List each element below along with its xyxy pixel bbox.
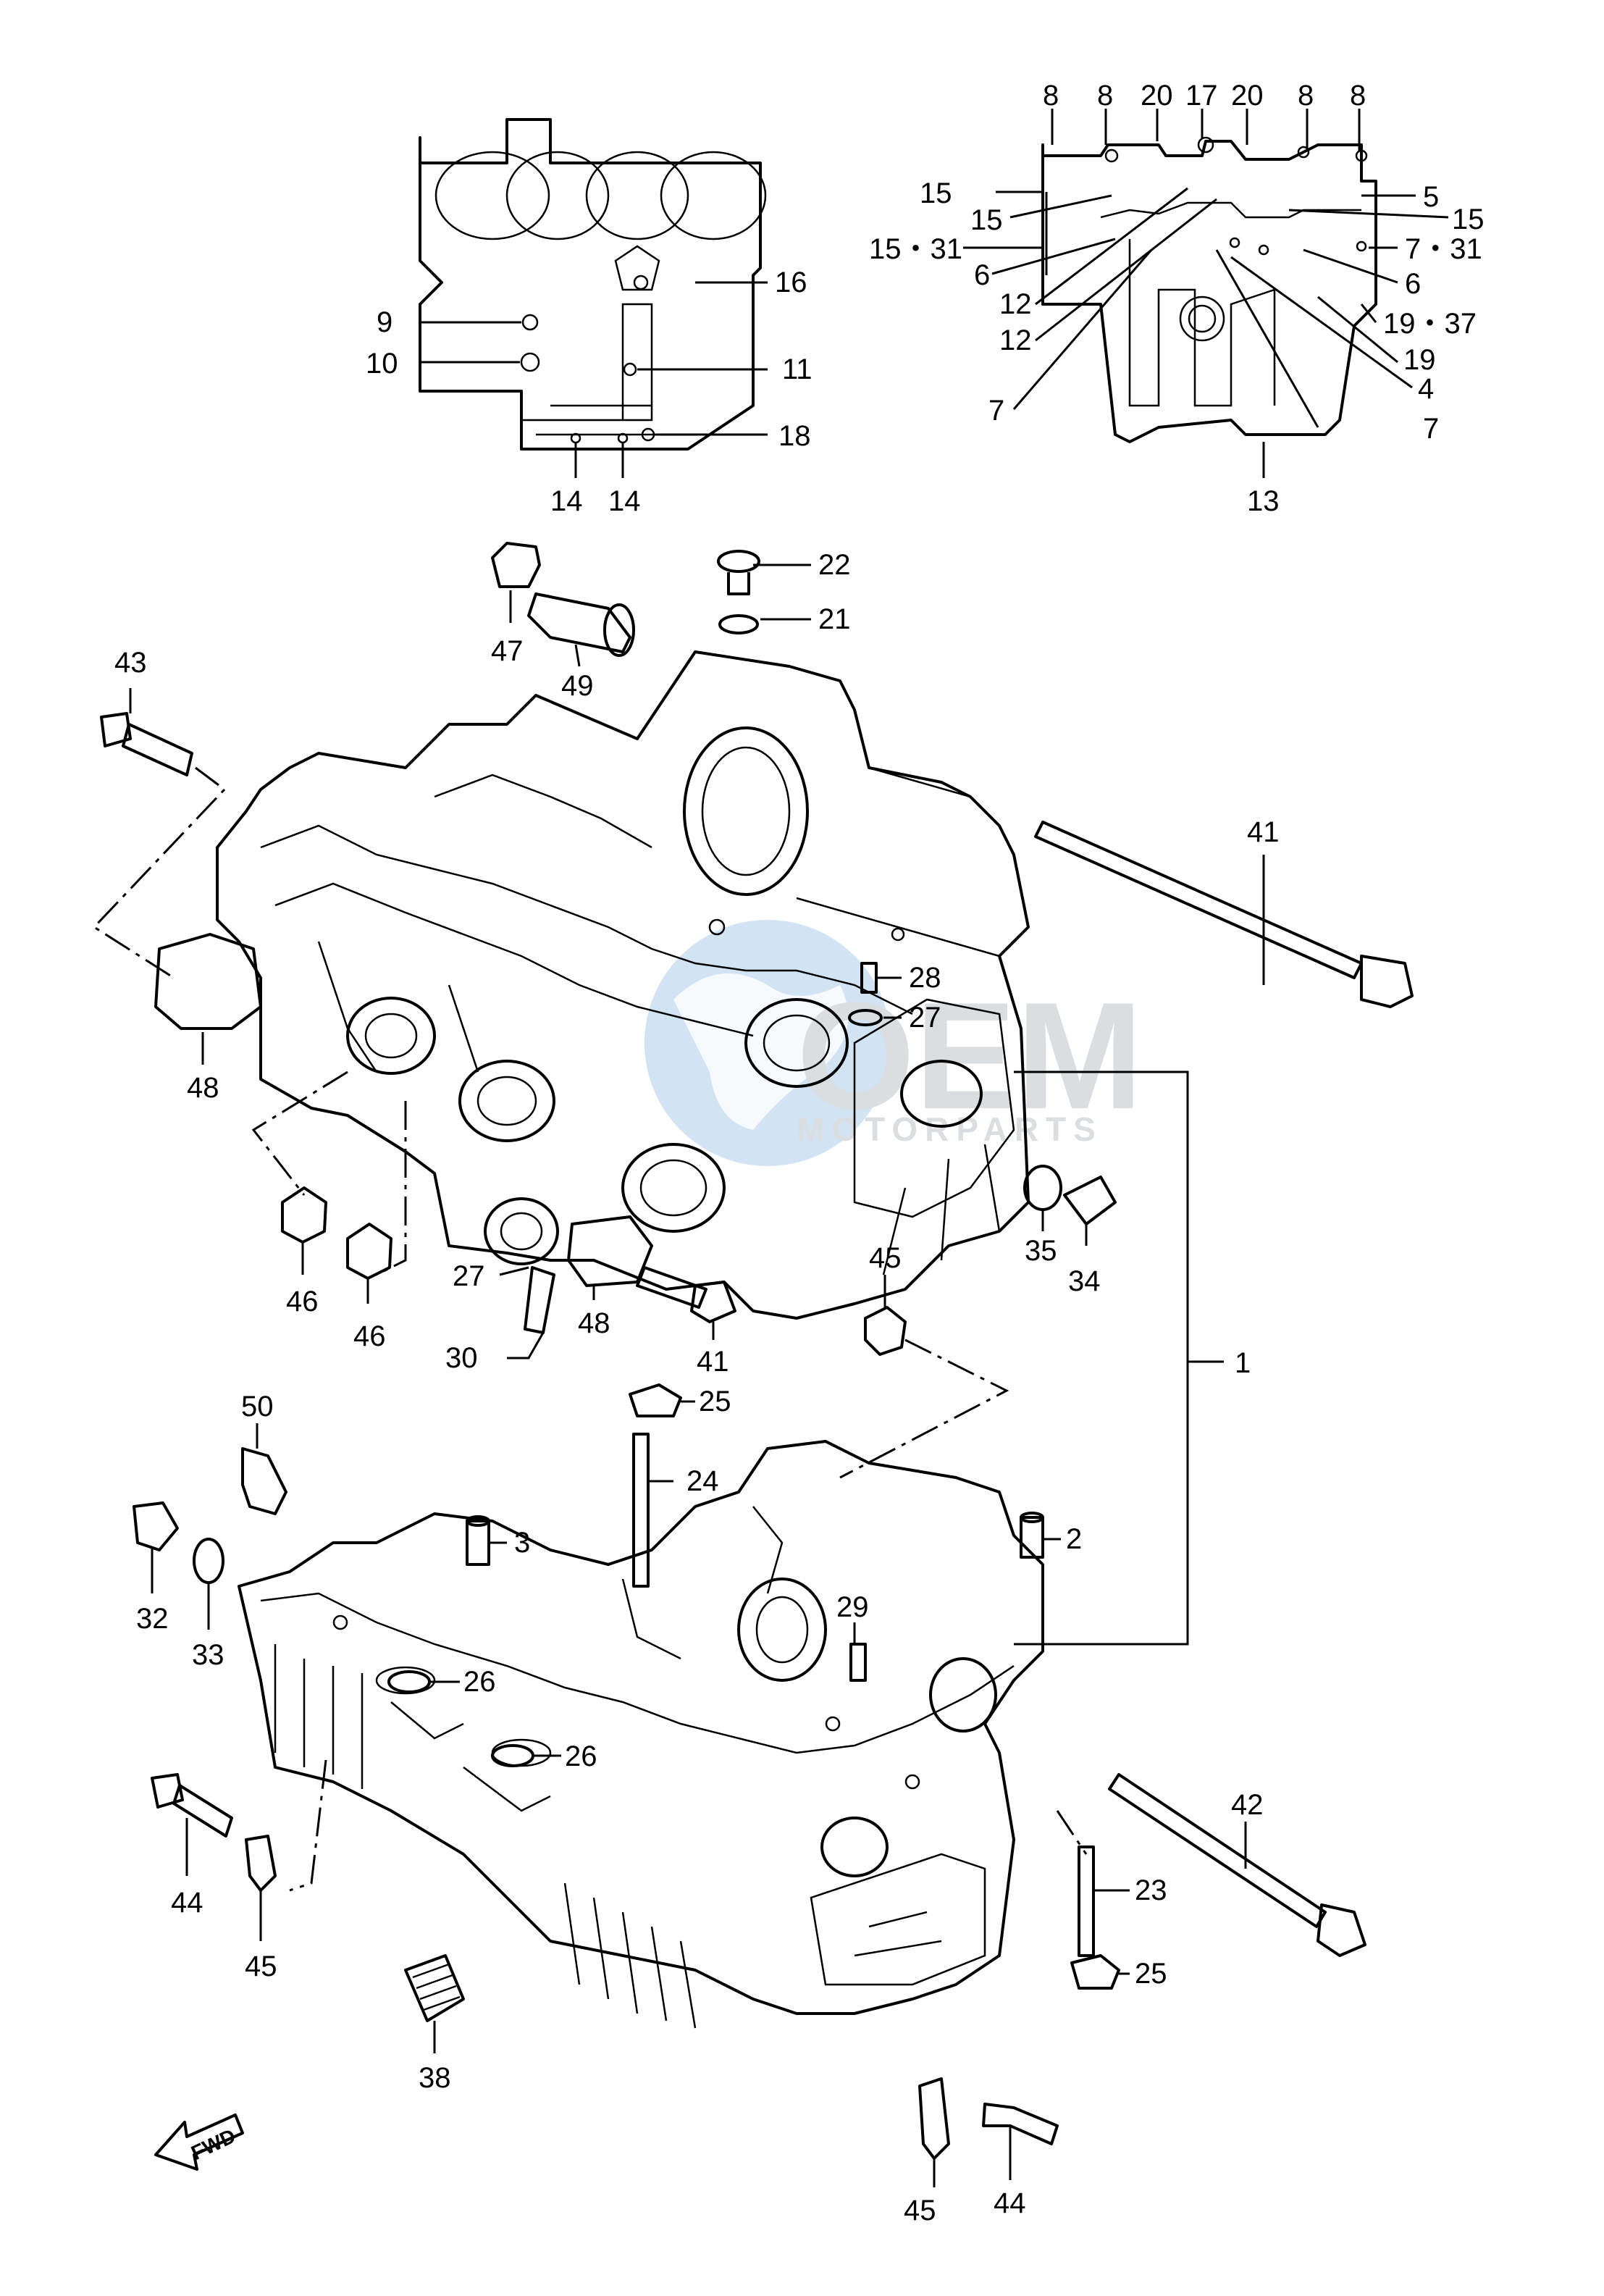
label-46: 46 [353, 1320, 386, 1352]
label-19-37: 19・37 [1383, 308, 1477, 340]
label-11: 11 [782, 353, 813, 385]
label-9: 9 [377, 306, 392, 338]
label-4: 4 [1418, 373, 1434, 405]
label-21: 21 [818, 603, 851, 635]
label-34: 34 [1068, 1265, 1101, 1297]
label-43: 43 [114, 647, 147, 679]
label-16: 16 [775, 267, 807, 298]
label-48: 48 [187, 1072, 219, 1104]
label-26: 26 [565, 1740, 597, 1772]
label-25: 25 [699, 1386, 731, 1417]
label-45: 45 [245, 1951, 277, 1982]
label-26: 26 [463, 1666, 496, 1698]
upper-crankcase [216, 650, 1030, 1320]
label-14: 14 [608, 485, 641, 517]
label-2: 2 [1066, 1523, 1082, 1555]
label-6: 6 [1405, 268, 1421, 300]
upper-case-inset [419, 118, 768, 478]
label-22: 22 [818, 549, 851, 581]
label-47: 47 [491, 635, 524, 667]
label-46: 46 [286, 1286, 319, 1317]
label-20: 20 [1231, 80, 1264, 112]
label-23: 23 [1135, 1874, 1167, 1906]
watermark-sub: MOTORPARTS [797, 1110, 1103, 1148]
label-41: 41 [697, 1346, 729, 1378]
part-labels: 8 8 20 17 20 8 8 15 15 15 5 15・31 7・31 6… [114, 80, 1485, 2226]
label-8: 8 [1298, 80, 1314, 112]
label-38: 38 [419, 2062, 451, 2094]
label-48: 48 [578, 1307, 610, 1339]
label-20: 20 [1141, 80, 1173, 112]
label-6: 6 [974, 259, 990, 291]
label-15: 15 [920, 177, 952, 209]
label-33: 33 [192, 1639, 224, 1671]
label-5: 5 [1423, 181, 1439, 213]
label-19: 19 [1403, 344, 1436, 376]
leader-lines [129, 109, 1449, 2187]
label-35: 35 [1025, 1235, 1057, 1267]
label-8: 8 [1350, 80, 1366, 112]
fwd-label: FWD [188, 2124, 239, 2164]
label-18: 18 [778, 420, 811, 452]
label-1: 1 [1235, 1347, 1251, 1379]
label-32: 32 [136, 1603, 169, 1635]
label-24: 24 [686, 1465, 719, 1497]
label-45: 45 [904, 2195, 936, 2226]
label-29: 29 [836, 1591, 869, 1623]
label-7: 7 [1423, 413, 1439, 445]
label-25: 25 [1135, 1958, 1167, 1990]
label-8: 8 [1097, 80, 1113, 112]
label-13: 13 [1247, 485, 1280, 517]
lower-case-inset [1041, 136, 1377, 443]
label-30: 30 [445, 1342, 478, 1374]
label-15-31: 15・31 [869, 233, 962, 265]
label-44: 44 [994, 2187, 1026, 2219]
forward-arrow-icon: FWD [154, 2113, 244, 2171]
label-3: 3 [514, 1527, 530, 1559]
loose-parts [100, 542, 1414, 2160]
label-14: 14 [550, 485, 583, 517]
label-15: 15 [970, 204, 1003, 236]
label-17: 17 [1185, 80, 1218, 112]
label-12: 12 [999, 324, 1032, 356]
label-12: 12 [999, 288, 1032, 320]
assembly-lines [92, 766, 1088, 1892]
label-7: 7 [988, 395, 1004, 427]
lower-crankcase [238, 1440, 1044, 2029]
label-27: 27 [909, 1002, 941, 1034]
label-15: 15 [1452, 204, 1485, 235]
label-7-31: 7・31 [1405, 233, 1482, 265]
label-27: 27 [453, 1260, 485, 1292]
label-8: 8 [1043, 80, 1059, 112]
label-50: 50 [241, 1391, 274, 1423]
label-42: 42 [1231, 1789, 1264, 1821]
label-41: 41 [1247, 816, 1280, 848]
label-49: 49 [561, 670, 594, 702]
label-45: 45 [869, 1242, 902, 1274]
label-28: 28 [909, 962, 941, 994]
oem-watermark: OEM MOTORPARTS [644, 920, 1143, 1166]
label-44: 44 [171, 1887, 203, 1919]
label-10: 10 [366, 348, 398, 380]
